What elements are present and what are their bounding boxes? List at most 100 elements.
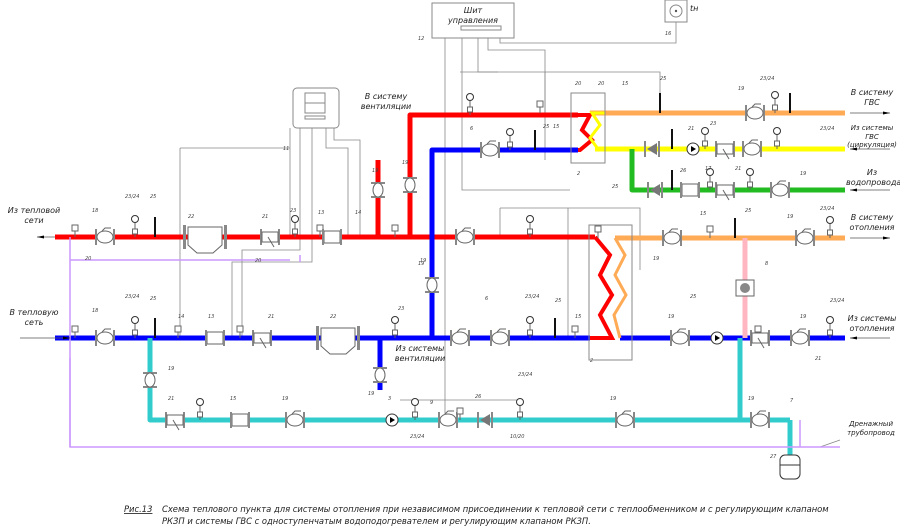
- callout-number: 25: [150, 296, 156, 302]
- flow-meter-icon: [230, 412, 250, 428]
- sensor-icon: [571, 325, 579, 338]
- callout-number: 23/24: [125, 294, 139, 300]
- network-inlet-arrow-head: [37, 235, 44, 239]
- callout-number: 23/24: [410, 434, 424, 440]
- callout-number: 19: [653, 256, 659, 262]
- callout-number: 17: [705, 166, 712, 172]
- callout-number: 19: [610, 396, 616, 402]
- pressure-gauge-icon: [701, 127, 709, 149]
- control-line: [487, 38, 546, 160]
- pressure-gauge-icon: [746, 168, 754, 190]
- hx-secondary-coil: [588, 111, 605, 151]
- circulation-inlet-arrow-head: [850, 147, 857, 151]
- heat-exchanger-dhw: [570, 92, 606, 164]
- pressure-gauge-icon: [466, 93, 474, 115]
- valve-icon: [490, 328, 510, 346]
- from-heating-label: Из системы отопления: [847, 314, 897, 333]
- figure-number: Рис.13: [124, 504, 152, 514]
- pressure-gauge-icon: [391, 316, 399, 338]
- hx-heating-secondary-coil: [612, 237, 628, 339]
- callout-number: 6: [485, 296, 488, 302]
- pressure-gauge-icon: [291, 215, 299, 237]
- callout-number: 25: [543, 124, 549, 130]
- to-heating-label: В систему отопления: [849, 213, 895, 232]
- callout-number: 26: [475, 394, 481, 400]
- filter-icon: [260, 229, 280, 248]
- sensor-icon: [536, 100, 544, 113]
- callout-number: 21: [688, 126, 694, 132]
- heating-inlet-arrow-head: [850, 336, 857, 340]
- control-line: [325, 128, 349, 237]
- pressure-gauge-icon: [526, 215, 534, 237]
- pressure-gauge-icon: [196, 398, 204, 420]
- valve-icon: [403, 177, 417, 193]
- control-line: [333, 128, 361, 237]
- to-dhw-label: В систему ГВС: [850, 88, 894, 107]
- callout-number: 18: [92, 308, 98, 314]
- expansion-tank-icon: [779, 454, 801, 480]
- flow-meter-icon: [205, 330, 225, 346]
- mud-trap-icon: [316, 326, 360, 355]
- network-outlet-arrow-head: [63, 336, 70, 340]
- callout-number: 19: [748, 396, 754, 402]
- pressure-gauge-icon: [131, 316, 139, 338]
- control-line: [461, 38, 570, 191]
- callout-number: 20: [598, 81, 604, 87]
- sensor-icon: [236, 325, 244, 338]
- valve-icon: [95, 227, 115, 245]
- callout-number: 2: [590, 358, 593, 364]
- valve-icon: [790, 328, 810, 346]
- outdoor-temp-label: tн: [690, 4, 699, 13]
- valve-icon: [742, 139, 762, 157]
- from-water-supply-label: Из водопровода: [846, 168, 900, 187]
- water-inlet-arrow-head: [850, 188, 857, 192]
- dhw-heater-supply-pipe: [407, 112, 578, 237]
- control-line: [460, 71, 661, 113]
- check-valve-icon: [647, 182, 663, 198]
- valve-icon: [95, 328, 115, 346]
- sensor-icon: [456, 407, 464, 420]
- pressure-regulator-icon: [735, 279, 755, 297]
- callout-number: 21: [168, 396, 174, 402]
- pressure-gauge-icon: [506, 128, 514, 150]
- pipelines: [55, 110, 845, 455]
- callout-number: 23/24: [820, 206, 834, 212]
- dhw-outlet-arrow-head: [883, 111, 890, 115]
- pressure-gauge-icon: [826, 216, 834, 238]
- filter-icon: [165, 412, 185, 431]
- hx-heating-primary-coil: [590, 235, 616, 340]
- valve-icon: [143, 372, 157, 388]
- valve-icon: [670, 328, 690, 346]
- check-valve-icon: [644, 141, 660, 157]
- flow-meter-icon: [680, 182, 700, 198]
- callout-number: 7: [790, 398, 794, 404]
- control-panel-label: Шит управления: [448, 6, 498, 25]
- callout-number: 25: [660, 76, 666, 82]
- callout-number: 18: [92, 208, 98, 214]
- callout-number: 23/24: [820, 126, 834, 132]
- callout-number: 19: [418, 261, 424, 267]
- drain-pipe-label: Дренажный трубопровод: [847, 420, 895, 437]
- valve-icon: [425, 277, 439, 293]
- callout-number: 19: [420, 258, 426, 264]
- callout-number: 14: [178, 314, 184, 320]
- callout-number: 21: [735, 166, 741, 172]
- callout-number: 21: [262, 214, 268, 220]
- pump-icon: [385, 413, 399, 427]
- heat-exchanger-heating: [588, 224, 633, 361]
- heat-meter-calculator: [292, 87, 340, 129]
- callout-number: 22: [188, 214, 194, 220]
- callout-number: 12: [418, 36, 424, 42]
- flow-meter-icon: [322, 229, 342, 245]
- valve-icon: [480, 140, 500, 158]
- callout-number: 25: [690, 294, 696, 300]
- from-ventilation-label: Из системы вентиляции: [394, 344, 446, 363]
- callout-number: 19: [372, 168, 378, 174]
- callout-number: 19: [168, 366, 174, 372]
- callout-number: 3: [388, 396, 391, 402]
- pump-icon: [686, 142, 700, 156]
- callout-number: 21: [815, 356, 821, 362]
- valve-icon: [285, 410, 305, 428]
- callout-number: 15: [622, 81, 628, 87]
- valve-icon: [373, 367, 387, 383]
